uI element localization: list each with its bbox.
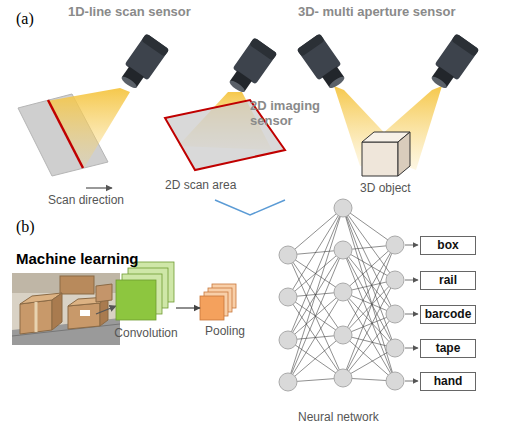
neuron bbox=[386, 236, 404, 254]
output-box: box bbox=[420, 236, 476, 255]
neuron bbox=[334, 199, 352, 217]
caption-text: 2D scan area bbox=[165, 178, 275, 192]
neuron bbox=[386, 372, 404, 390]
output-arrow bbox=[405, 314, 418, 315]
neural-network bbox=[279, 199, 418, 391]
chevron bbox=[215, 200, 285, 215]
class-label: hand bbox=[421, 373, 475, 390]
class-label: rail bbox=[421, 272, 475, 289]
neuron bbox=[334, 241, 352, 259]
class-label: box bbox=[421, 237, 475, 254]
class-label: tape bbox=[421, 340, 475, 357]
cube-face bbox=[362, 142, 398, 176]
direction-arrow bbox=[86, 187, 112, 188]
camera bbox=[224, 37, 277, 96]
neuron bbox=[386, 305, 404, 323]
panel-tag: (a) bbox=[16, 10, 46, 28]
light-beam bbox=[47, 88, 130, 168]
neuron bbox=[279, 373, 297, 391]
feature-map bbox=[200, 296, 224, 320]
neuron bbox=[386, 271, 404, 289]
panel-tag: (b) bbox=[16, 218, 46, 236]
network-link bbox=[288, 208, 343, 340]
flow-arrow bbox=[176, 307, 200, 308]
feature-map bbox=[116, 280, 156, 320]
output-box: hand bbox=[420, 372, 476, 391]
neuron bbox=[334, 283, 352, 301]
network-link bbox=[343, 208, 395, 314]
network-link bbox=[288, 250, 343, 382]
class-label: barcode bbox=[421, 306, 475, 323]
neuron bbox=[386, 339, 404, 357]
output-arrow bbox=[405, 280, 418, 281]
sensor-title: 2D imaging sensor bbox=[250, 98, 334, 128]
caption-text: Neural network bbox=[298, 410, 408, 424]
output-arrow bbox=[405, 348, 418, 349]
output-box: barcode bbox=[420, 305, 476, 324]
neuron bbox=[334, 369, 352, 387]
neuron bbox=[279, 288, 297, 306]
camera bbox=[116, 33, 169, 92]
network-link bbox=[343, 208, 395, 245]
layer-label: Pooling bbox=[180, 324, 270, 338]
output-arrow bbox=[405, 245, 418, 246]
cube-face bbox=[398, 132, 410, 176]
camera bbox=[426, 33, 479, 92]
neuron bbox=[279, 246, 297, 264]
neuron bbox=[334, 326, 352, 344]
output-box: tape bbox=[420, 339, 476, 358]
section-heading: Machine learning bbox=[16, 250, 186, 268]
caption-text: Scan direction bbox=[48, 193, 158, 207]
scan-line bbox=[48, 100, 83, 168]
conveyor-photo bbox=[12, 273, 120, 345]
layer-label: Convolution bbox=[96, 326, 196, 340]
flow-arrow bbox=[96, 306, 116, 314]
sensor-title: 1D-line scan sensor bbox=[68, 4, 238, 19]
output-arrow bbox=[405, 381, 418, 382]
neuron bbox=[279, 331, 297, 349]
network-link bbox=[288, 340, 343, 378]
caption-text: 3D object bbox=[360, 181, 450, 195]
sensor-title: 3D- multi aperture sensor bbox=[298, 4, 508, 19]
pooling-stack: Pooling bbox=[200, 284, 250, 340]
camera bbox=[297, 33, 350, 92]
output-box: rail bbox=[420, 271, 476, 290]
convolution-stack: Convolution bbox=[116, 262, 176, 346]
